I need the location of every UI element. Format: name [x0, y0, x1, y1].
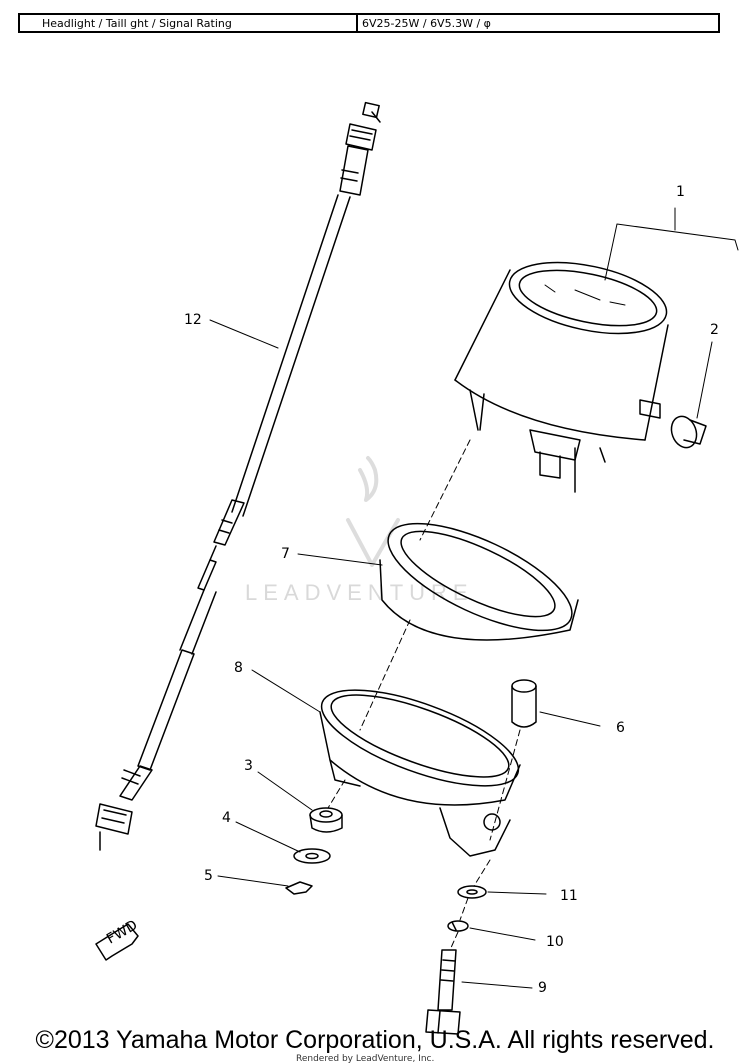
callout-3: 3: [244, 758, 253, 774]
part-12-cable: [95, 101, 381, 851]
assembly-lines: [327, 439, 521, 951]
callout-4: 4: [222, 810, 231, 826]
copyright-footer: ©2013 Yamaha Motor Corporation, U.S.A. A…: [35, 1026, 715, 1054]
callout-11: 11: [560, 888, 578, 904]
part-7-ring: [379, 522, 579, 641]
spec-label: Headlight / Taill ght / Signal Rating: [20, 15, 358, 31]
part-1-meter-housing: [454, 261, 669, 493]
spec-value: 6V25-25W / 6V5.3W / φ: [362, 16, 491, 30]
part-11-washer: [457, 885, 487, 899]
callout-8: 8: [234, 660, 243, 676]
part-6-spacer: [511, 679, 537, 728]
part-3-grommet: [309, 807, 343, 833]
callout-12: 12: [184, 312, 202, 328]
part-2-bulb: [670, 415, 707, 449]
part-10-lockwasher: [447, 920, 469, 932]
rendered-by-note: Rendered by LeadVenture, Inc.: [296, 1054, 435, 1064]
leader-lines: [209, 207, 739, 989]
callout-6: 6: [616, 720, 625, 736]
part-9-bolt: [425, 949, 461, 1035]
fwd-label: FWD: [104, 917, 140, 947]
watermark-logo: [346, 456, 400, 567]
part-4-washer: [293, 848, 331, 864]
callout-10: 10: [546, 934, 564, 950]
callout-7: 7: [281, 546, 290, 562]
fwd-arrow-icon: [95, 923, 139, 961]
callout-9: 9: [538, 980, 547, 996]
callout-1: 1: [676, 184, 685, 200]
callout-2: 2: [710, 322, 719, 338]
spec-table: Headlight / Taill ght / Signal Rating 6V…: [18, 13, 720, 33]
part-5-clip: [285, 881, 313, 895]
callout-5: 5: [204, 868, 213, 884]
part-8-case: [319, 689, 521, 857]
watermark: LEADVENTURE: [245, 580, 474, 605]
